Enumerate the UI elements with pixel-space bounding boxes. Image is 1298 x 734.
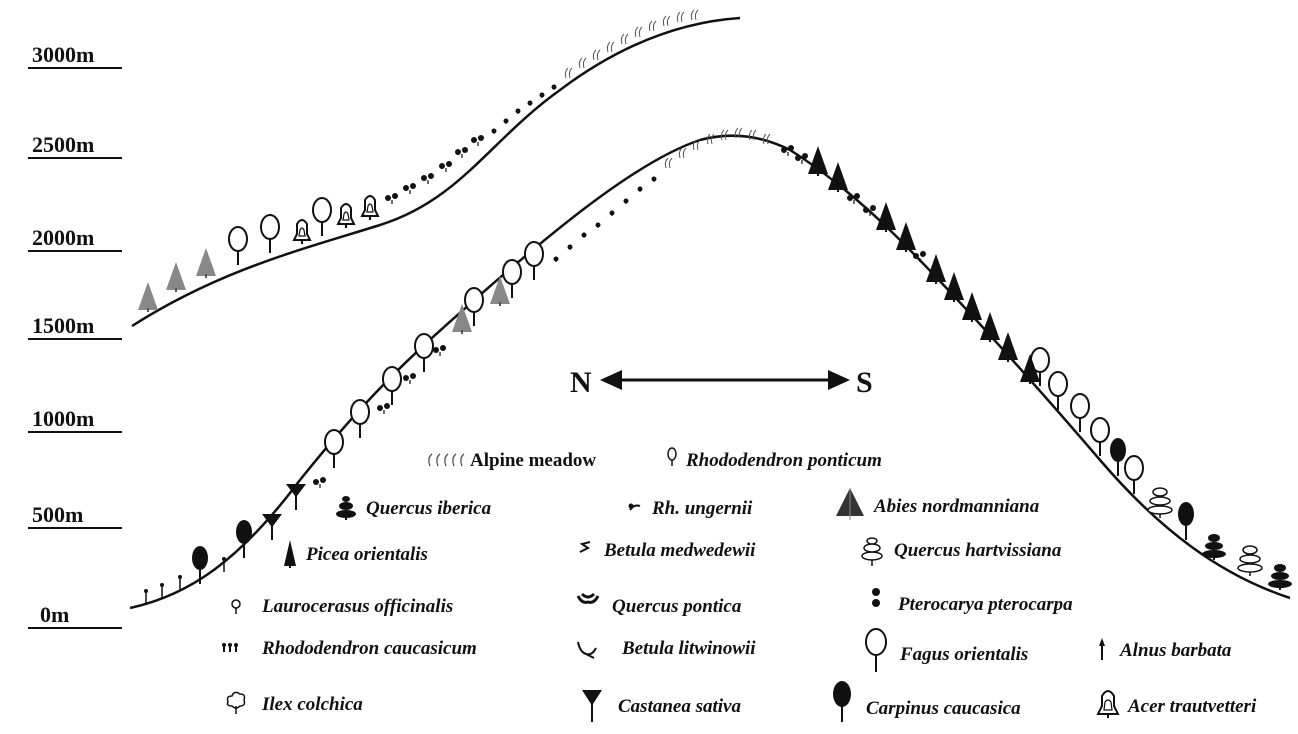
elevation-axis: 3000m 2500m 2000m 1500m 1000m 500m 0m: [28, 42, 122, 629]
fir-tree-icon: [836, 488, 864, 520]
legend-item: Rhododendron ponticum: [667, 447, 882, 471]
filled-oval-tree-icon: [833, 681, 851, 722]
arrow-left-icon: [600, 370, 622, 390]
elevation-label-0: 0m: [40, 602, 69, 627]
legend: Alpine meadow Rhododendron ponticum Quer…: [222, 447, 1257, 722]
elevation-label-1000: 1000m: [32, 406, 94, 431]
legend-item: Picea orientalis: [284, 540, 428, 568]
legend-item: Quercus hartvissiana: [861, 537, 1062, 566]
legend-item: Ilex colchica: [226, 691, 363, 715]
elevation-label-1500: 1500m: [32, 313, 94, 338]
legend-item: Alnus barbata: [1099, 638, 1232, 661]
funnel-tree-icon: [582, 690, 602, 722]
legend-item: Rhododendron caucasicum: [222, 638, 477, 659]
direction-indicator: N S: [570, 366, 873, 399]
legend-item: Alpine meadow: [428, 450, 596, 471]
shrub-icon: [579, 541, 591, 553]
legend-item: Betula litwinowii: [577, 638, 756, 659]
spruce-icon: [284, 540, 296, 568]
sprig-icon: [628, 503, 641, 511]
legend-item: Castanea sativa: [582, 690, 741, 722]
elevation-label-2000: 2000m: [32, 225, 94, 250]
legend-item: Laurocerasus officinalis: [231, 596, 453, 617]
legend-label: Ilex colchica: [261, 694, 363, 715]
legend-item: Abies nordmanniana: [836, 488, 1040, 520]
legend-item: Quercus pontica: [576, 592, 742, 617]
twisted-shrub-icon: [577, 641, 597, 659]
legend-label: Betula litwinowii: [621, 638, 756, 659]
north-label: N: [570, 366, 592, 399]
legend-label: Quercus hartvissiana: [894, 540, 1062, 561]
dwarf-shrub-icon: [222, 643, 238, 652]
legend-item: Quercus iberica: [336, 496, 492, 520]
legend-label: Acer trautvetteri: [1127, 696, 1257, 717]
legend-label: Pterocarya pterocarpa: [897, 594, 1073, 615]
grass-icon: [428, 453, 465, 467]
elevation-label-500: 500m: [32, 502, 83, 527]
outline-tiered-tree-icon: [861, 537, 883, 566]
legend-item: Fagus orientalis: [865, 628, 1028, 672]
north-slope-vegetation: [143, 127, 771, 605]
pin-tree-icon: [1099, 638, 1105, 660]
legend-label: Quercus iberica: [366, 498, 492, 519]
tiered-tree-icon: [336, 496, 356, 520]
legend-label: Carpinus caucasica: [866, 698, 1021, 719]
legend-item: Acer trautvetteri: [1096, 690, 1257, 718]
legend-label: Fagus orientalis: [899, 644, 1028, 665]
legend-label: Rh. ungernii: [651, 498, 753, 519]
small-tree-icon: [231, 599, 241, 614]
double-dot-icon: [872, 588, 880, 607]
bell-tree-icon: [1096, 690, 1120, 718]
legend-label: Laurocerasus officinalis: [261, 596, 453, 617]
legend-label: Alnus barbata: [1119, 640, 1232, 661]
bush-icon: [576, 592, 600, 604]
legend-item: Betula medwedewii: [579, 540, 756, 561]
legend-label: Alpine meadow: [470, 450, 596, 471]
legend-label: Betula medwedewii: [603, 540, 756, 561]
legend-label: Castanea sativa: [618, 696, 741, 717]
elevation-label-2500: 2500m: [32, 132, 94, 157]
south-label: S: [856, 366, 873, 399]
legend-item: Rh. ungernii: [628, 498, 753, 519]
legend-item: Pterocarya pterocarpa: [872, 588, 1073, 615]
oval-tree-icon: [865, 628, 887, 672]
legend-label: Picea orientalis: [305, 544, 428, 565]
legend-item: Carpinus caucasica: [833, 681, 1021, 722]
legend-label: Rhododendron caucasicum: [261, 638, 477, 659]
arrow-right-icon: [828, 370, 850, 390]
main-mountain-profile: [129, 134, 1291, 610]
holly-icon: [226, 691, 246, 714]
small-tree-icon: [667, 447, 677, 466]
upper-slope-profile: [131, 16, 741, 328]
legend-label: Abies nordmanniana: [873, 496, 1040, 517]
legend-label: Rhododendron ponticum: [685, 450, 882, 471]
legend-label: Quercus pontica: [612, 596, 742, 617]
elevation-label-3000: 3000m: [32, 42, 94, 67]
